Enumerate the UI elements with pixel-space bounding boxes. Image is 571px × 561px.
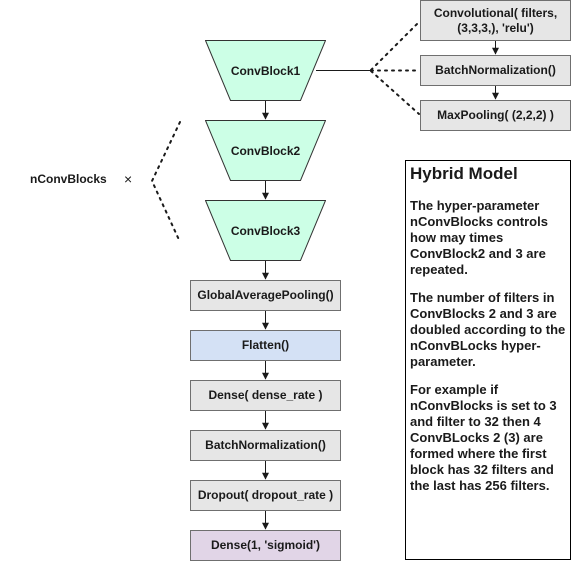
- info-paragraph-1: The hyper-parameter nConvBlocks controls…: [410, 198, 548, 277]
- output-dense-box: Dense(1, 'sigmoid'): [190, 530, 341, 561]
- conv-block-1: ConvBlock1: [205, 40, 326, 101]
- dotted-line-to-maxpooling: [370, 70, 420, 115]
- conv-block-2: ConvBlock2: [205, 120, 326, 181]
- convolutional-layer-box: Convolutional( filters, (3,3,3,), 'relu'…: [420, 0, 571, 41]
- maxpooling-layer-box: MaxPooling( (2,2,2) ): [420, 100, 571, 131]
- conv-block-3: ConvBlock3: [205, 200, 326, 261]
- detail-batchnorm-box: BatchNormalization(): [420, 55, 571, 86]
- dense-label: Dense( dense_rate ): [208, 388, 323, 402]
- info-paragraph-3: For example if nConvBlocks is set to 3 a…: [410, 382, 557, 493]
- info-paragraph-2: The number of filters in ConvBlocks 2 an…: [410, 290, 566, 369]
- flatten-box: Flatten(): [190, 330, 341, 361]
- info-panel: Hybrid Model The hyper-parameter nConvBl…: [405, 160, 571, 560]
- dense-box: Dense( dense_rate ): [190, 380, 341, 411]
- multiply-icon: ×: [124, 171, 133, 187]
- dotted-line-to-convolutional: [370, 21, 420, 71]
- global-average-pooling-box: GlobalAveragePooling(): [190, 280, 341, 311]
- dropout-label: Dropout( dropout_rate ): [197, 488, 334, 502]
- repeat-bracket: [150, 121, 181, 243]
- conv-block-2-label: ConvBlock2: [230, 143, 301, 158]
- dropout-box: Dropout( dropout_rate ): [190, 480, 341, 511]
- global-average-pooling-label: GlobalAveragePooling(): [197, 288, 334, 302]
- batch-normalization-label: BatchNormalization(): [205, 438, 326, 452]
- convolutional-layer-label: Convolutional( filters, (3,3,3,), 'relu'…: [433, 5, 558, 35]
- detail-batchnorm-label: BatchNormalization(): [435, 63, 556, 77]
- conv-block-1-label: ConvBlock1: [230, 63, 301, 78]
- repeat-count-label: nConvBlocks: [30, 172, 107, 186]
- batch-normalization-box: BatchNormalization(): [190, 430, 341, 461]
- maxpooling-layer-label: MaxPooling( (2,2,2) ): [437, 108, 554, 122]
- info-panel-title: Hybrid Model: [410, 164, 518, 183]
- conv-block-3-label: ConvBlock3: [230, 223, 301, 238]
- flatten-label: Flatten(): [241, 338, 290, 352]
- output-dense-label: Dense(1, 'sigmoid'): [210, 538, 321, 552]
